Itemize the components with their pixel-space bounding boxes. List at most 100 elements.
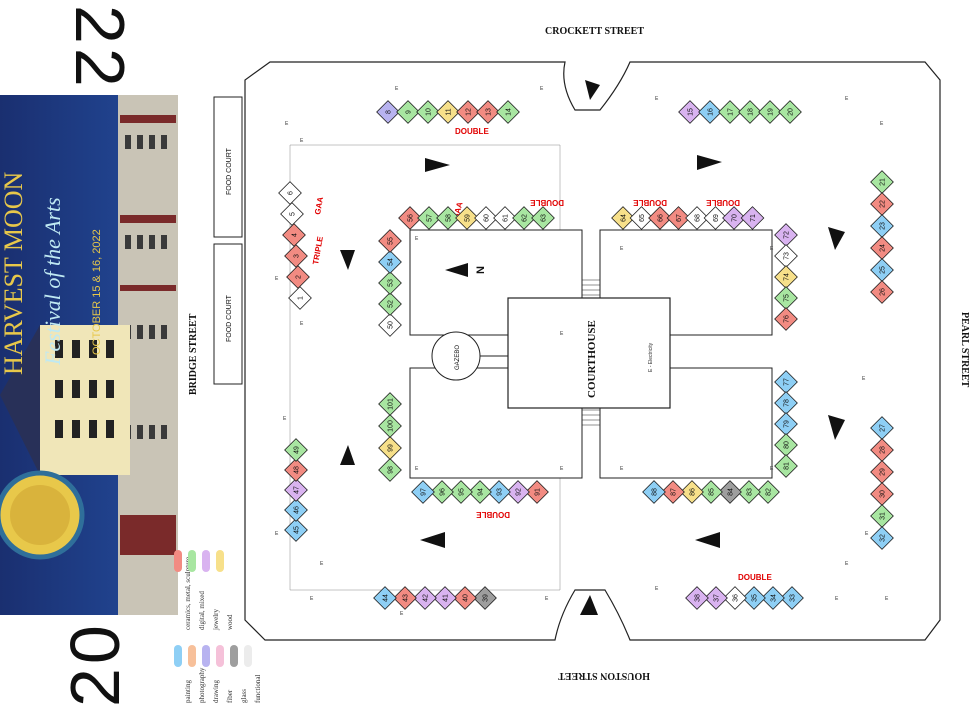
booth-2[interactable]: 2 (286, 265, 310, 289)
booth-10[interactable]: 10 (416, 100, 440, 124)
booth-63[interactable]: 63 (531, 206, 555, 230)
booth-39[interactable]: 39 (473, 586, 497, 610)
booth-64[interactable]: 64 (611, 206, 635, 230)
booth-93[interactable]: 93 (487, 480, 511, 504)
booth-16[interactable]: 16 (698, 100, 722, 124)
booth-58[interactable]: 58 (436, 206, 460, 230)
booth-number: 36 (733, 594, 740, 602)
booth-17[interactable]: 17 (718, 100, 742, 124)
booth-15[interactable]: 15 (678, 100, 702, 124)
booth-36[interactable]: 36 (723, 586, 747, 610)
booth-101[interactable]: 101 (378, 392, 402, 416)
booth-20[interactable]: 20 (778, 100, 802, 124)
booth-28[interactable]: 28 (870, 438, 894, 462)
booth-13[interactable]: 13 (476, 100, 500, 124)
booth-45[interactable]: 45 (284, 518, 308, 542)
booth-29[interactable]: 29 (870, 460, 894, 484)
booth-75[interactable]: 75 (774, 286, 798, 310)
booth-number: 54 (388, 258, 395, 266)
booth-95[interactable]: 95 (449, 480, 473, 504)
booth-44[interactable]: 44 (373, 586, 397, 610)
booth-94[interactable]: 94 (468, 480, 492, 504)
booth-14[interactable]: 14 (496, 100, 520, 124)
booth-27[interactable]: 27 (870, 416, 894, 440)
booth-57[interactable]: 57 (417, 206, 441, 230)
booth-86[interactable]: 86 (680, 480, 704, 504)
booth-11[interactable]: 11 (436, 100, 460, 124)
electricity-marker: E (620, 246, 624, 252)
booth-53[interactable]: 53 (378, 271, 402, 295)
booth-33[interactable]: 33 (780, 586, 804, 610)
booth-82[interactable]: 82 (756, 480, 780, 504)
booth-83[interactable]: 83 (737, 480, 761, 504)
booth-65[interactable]: 65 (629, 206, 654, 230)
booth-43[interactable]: 43 (393, 586, 417, 610)
booth-92[interactable]: 92 (506, 480, 530, 504)
booth-40[interactable]: 40 (453, 586, 477, 610)
booth-61[interactable]: 61 (493, 206, 517, 230)
booth-79[interactable]: 79 (774, 412, 798, 436)
booth-76[interactable]: 76 (774, 307, 798, 331)
booth-9[interactable]: 9 (396, 100, 420, 124)
booth-12[interactable]: 12 (456, 100, 480, 124)
booth-3[interactable]: 3 (284, 244, 308, 268)
booth-6[interactable]: 6 (278, 181, 302, 205)
booth-87[interactable]: 87 (661, 480, 685, 504)
booth-30[interactable]: 30 (870, 482, 894, 506)
booth-24[interactable]: 24 (870, 236, 894, 260)
booth-23[interactable]: 23 (870, 214, 894, 238)
booth-56[interactable]: 56 (398, 206, 422, 230)
booth-19[interactable]: 19 (758, 100, 782, 124)
booth-80[interactable]: 80 (774, 433, 798, 457)
booth-34[interactable]: 34 (761, 586, 785, 610)
booth-70[interactable]: 70 (722, 206, 746, 230)
booth-67[interactable]: 67 (666, 206, 691, 230)
booth-38[interactable]: 38 (685, 586, 709, 610)
booth-31[interactable]: 31 (870, 504, 894, 528)
booth-47[interactable]: 47 (284, 478, 308, 502)
booth-72[interactable]: 72 (774, 223, 798, 247)
booth-78[interactable]: 78 (774, 391, 798, 415)
booth-69[interactable]: 69 (703, 206, 728, 230)
booth-48[interactable]: 48 (284, 458, 308, 482)
booth-62[interactable]: 62 (512, 206, 536, 230)
booth-4[interactable]: 4 (282, 223, 306, 247)
booth-84[interactable]: 84 (718, 480, 742, 504)
booth-21[interactable]: 21 (870, 170, 894, 194)
booth-100[interactable]: 100 (378, 414, 402, 438)
booth-5[interactable]: 5 (280, 202, 304, 226)
booth-85[interactable]: 85 (699, 480, 723, 504)
booth-71[interactable]: 71 (740, 206, 765, 230)
booth-50[interactable]: 50 (378, 313, 402, 337)
booth-54[interactable]: 54 (378, 250, 402, 274)
booth-73[interactable]: 73 (774, 244, 798, 268)
booth-46[interactable]: 46 (284, 498, 308, 522)
booth-99[interactable]: 99 (378, 436, 402, 460)
booth-60[interactable]: 60 (474, 206, 498, 230)
booth-81[interactable]: 81 (774, 454, 798, 478)
booth-77[interactable]: 77 (774, 370, 798, 394)
booth-1[interactable]: 1 (288, 286, 312, 310)
booth-98[interactable]: 98 (378, 458, 402, 482)
booth-91[interactable]: 91 (525, 480, 549, 504)
booth-66[interactable]: 66 (648, 206, 672, 230)
booth-74[interactable]: 74 (774, 265, 798, 289)
booth-37[interactable]: 37 (704, 586, 728, 610)
booth-25[interactable]: 25 (870, 258, 894, 282)
booth-49[interactable]: 49 (284, 438, 308, 462)
booth-68[interactable]: 68 (685, 206, 709, 230)
booth-52[interactable]: 52 (378, 292, 402, 316)
booth-41[interactable]: 41 (433, 586, 457, 610)
booth-35[interactable]: 35 (742, 586, 766, 610)
booth-32[interactable]: 32 (870, 526, 894, 550)
booth-97[interactable]: 97 (411, 480, 435, 504)
booth-96[interactable]: 96 (430, 480, 454, 504)
booth-22[interactable]: 22 (870, 192, 894, 216)
booth-8[interactable]: 8 (376, 100, 400, 124)
booth-59[interactable]: 59 (455, 206, 479, 230)
booth-42[interactable]: 42 (413, 586, 437, 610)
booth-18[interactable]: 18 (738, 100, 762, 124)
booth-26[interactable]: 26 (870, 280, 894, 304)
booth-88[interactable]: 88 (642, 480, 666, 504)
booth-55[interactable]: 55 (378, 229, 402, 253)
